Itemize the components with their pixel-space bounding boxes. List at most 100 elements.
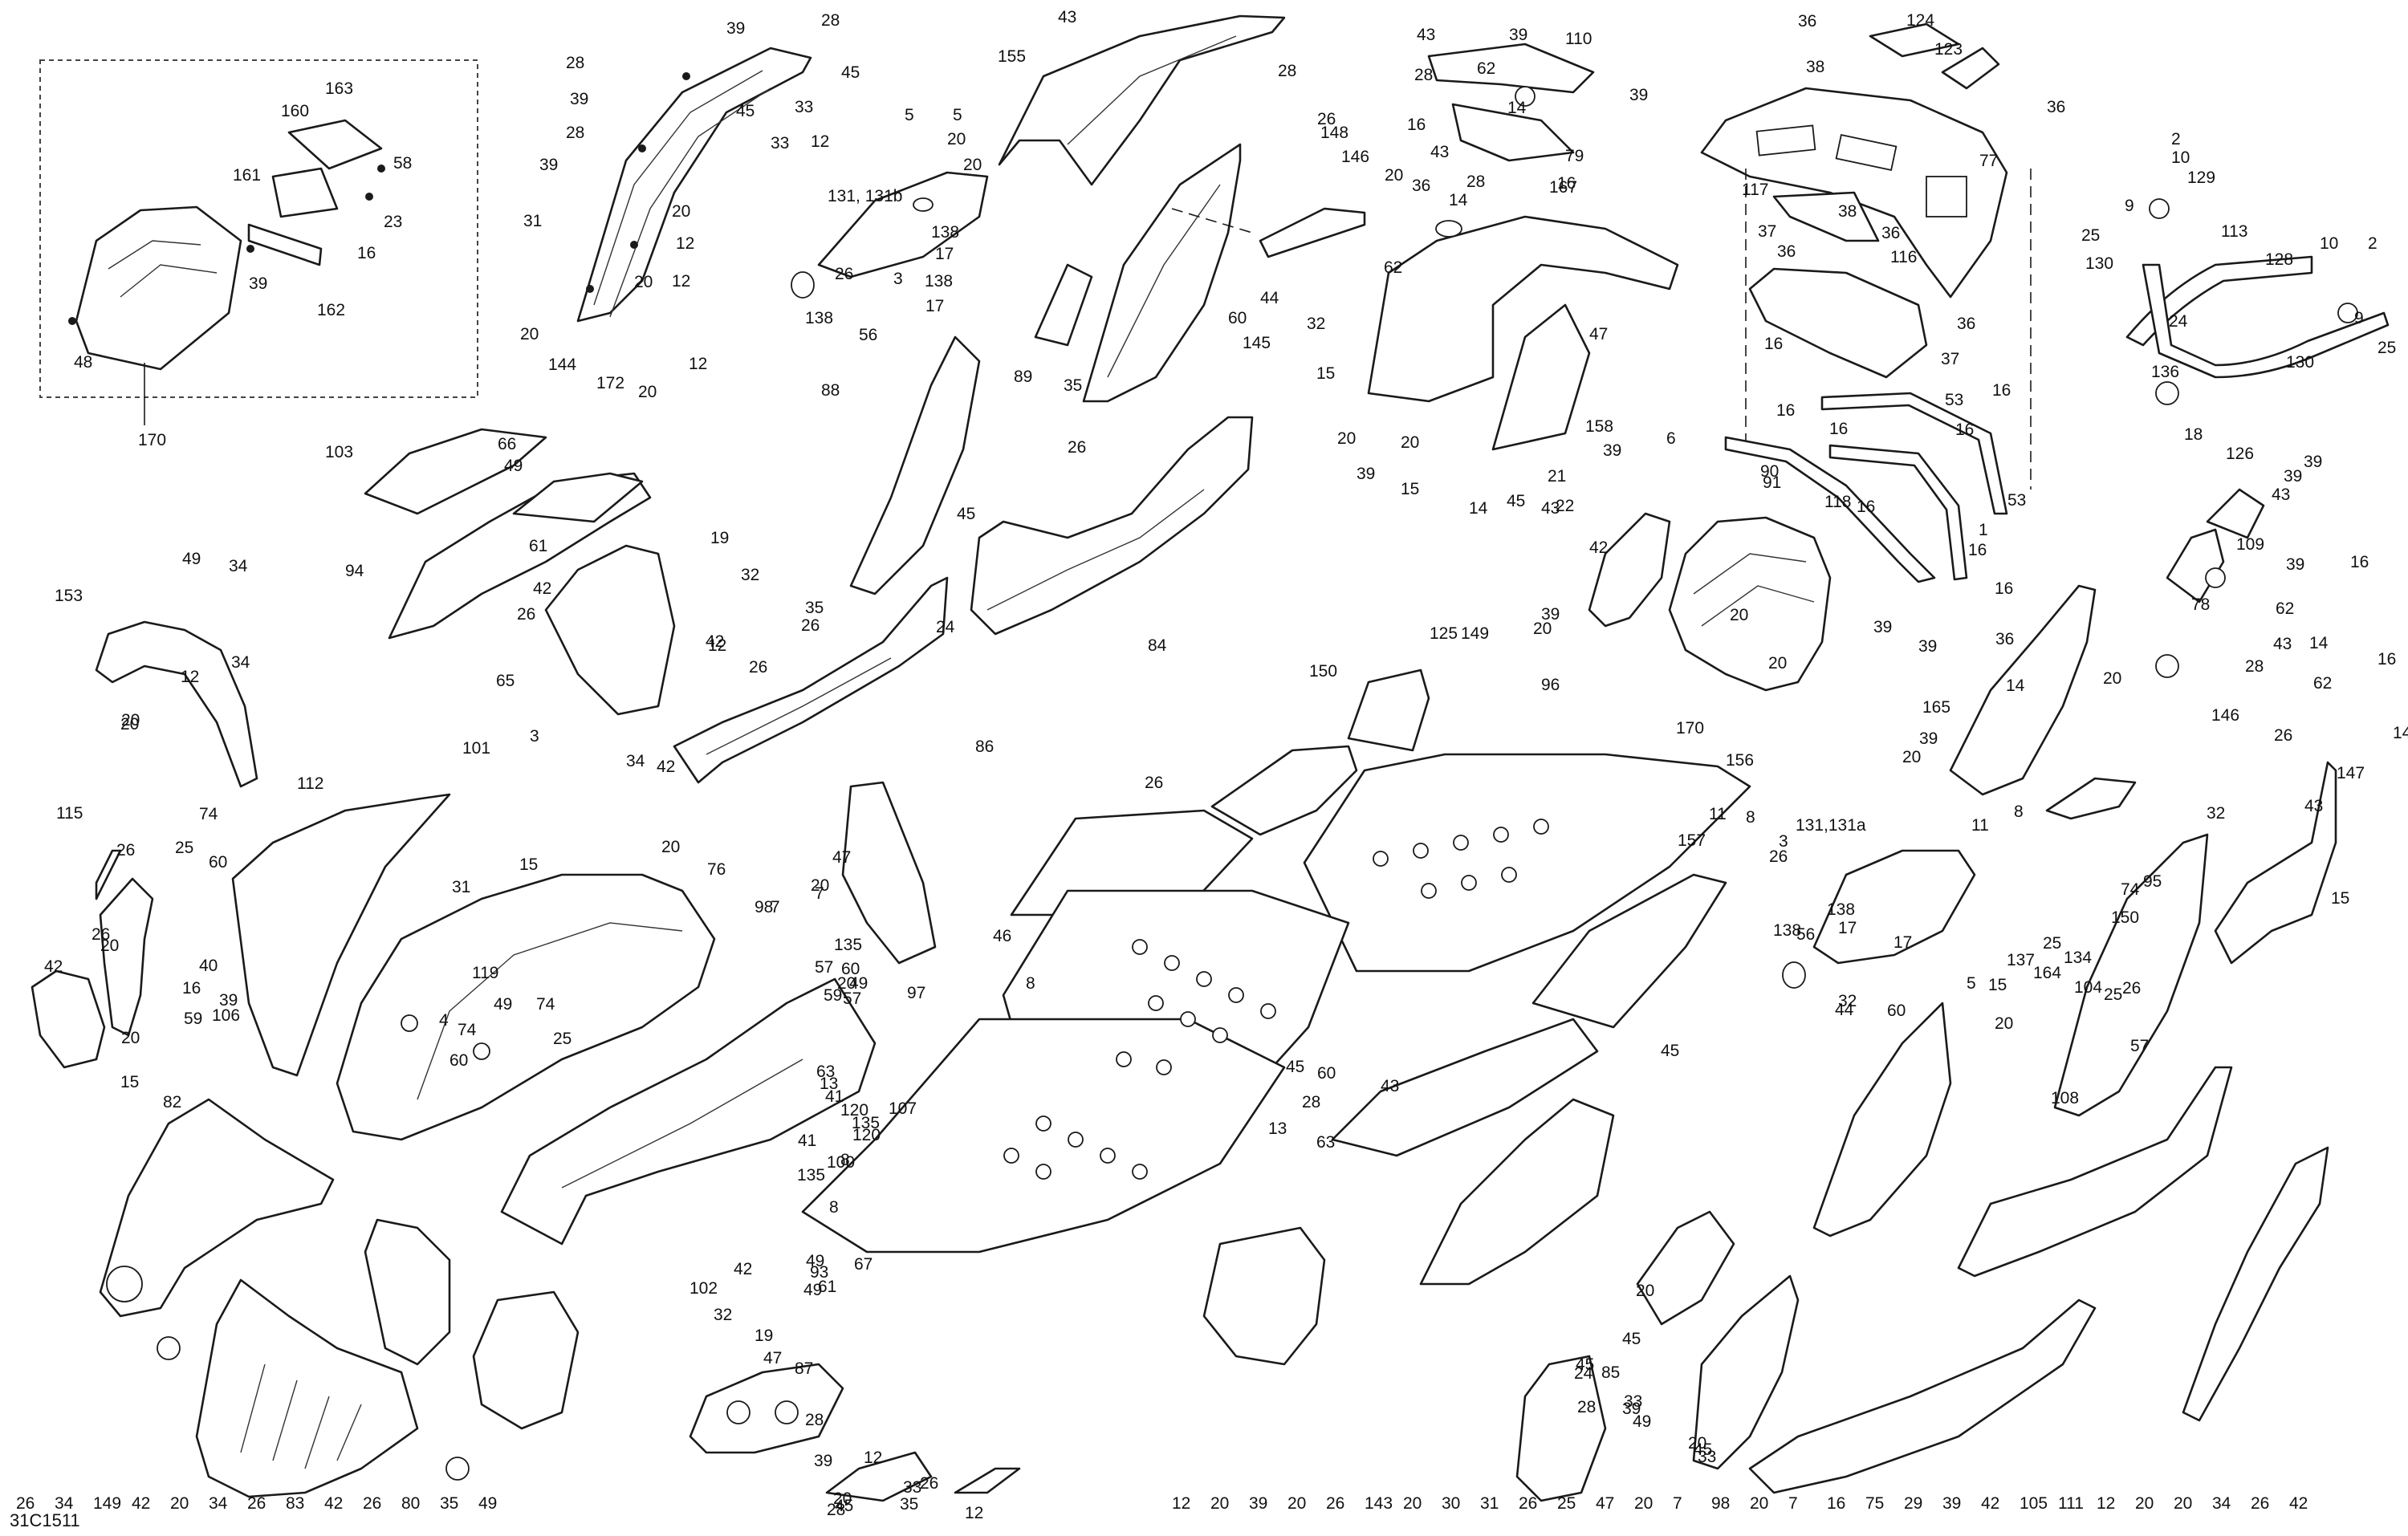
- callout-label: 19: [755, 1327, 773, 1345]
- callout-label: 62: [1477, 59, 1495, 78]
- part-79-bracket: [1451, 103, 1575, 162]
- part-101-front-frame: [336, 873, 716, 1141]
- callout-label: 39: [1873, 618, 1892, 636]
- part-56-seal-b: [1782, 961, 1806, 989]
- callout-label: 45: [841, 63, 860, 82]
- callout-label: 95: [2143, 872, 2162, 891]
- callout-label: 25: [1557, 1494, 1576, 1513]
- callout-label: 20: [1688, 1434, 1706, 1453]
- part-106-cover: [31, 969, 106, 1069]
- callout-label: 43: [1058, 8, 1076, 26]
- callout-label: 39: [2284, 467, 2302, 486]
- callout-label: 136: [2151, 363, 2179, 381]
- callout-label: 19: [710, 529, 729, 547]
- part-136-grab-bar: [2142, 263, 2390, 379]
- callout-label: 26: [1068, 438, 1086, 457]
- part-170-seat: [1668, 516, 1832, 692]
- callout-label: 131, 131b: [828, 187, 902, 205]
- callout-label: 60: [449, 1051, 468, 1070]
- callout-label: 25: [2043, 934, 2061, 953]
- part-167-group: [1367, 215, 1679, 451]
- callout-label: 98: [755, 898, 773, 916]
- callout-label: 26: [247, 1494, 266, 1513]
- callout-label: 36: [2047, 98, 2065, 116]
- part-63-plug-b: [445, 1457, 470, 1481]
- callout-label: 162: [317, 301, 345, 319]
- callout-label: 145: [1243, 334, 1271, 352]
- part-124-pad: [1869, 22, 1960, 58]
- callout-label: 49: [182, 550, 201, 568]
- callout-label: 33: [903, 1478, 921, 1497]
- callout-label: 47: [763, 1349, 782, 1367]
- callout-label: 8: [1026, 974, 1035, 993]
- callout-label: 14: [2309, 634, 2329, 652]
- callout-label: 1: [1979, 521, 1988, 539]
- callout-label: 25: [2104, 985, 2122, 1004]
- callout-label: 131,131a: [1796, 816, 1866, 835]
- callout-label: 74: [199, 805, 218, 823]
- callout-label: 39: [1541, 605, 1560, 624]
- callout-label: 90: [1760, 462, 1779, 481]
- callout-label: 39: [1942, 1494, 1961, 1513]
- callout-label: 4: [439, 1011, 449, 1030]
- callout-label: 26: [749, 658, 767, 677]
- rear-bars-group: [1724, 392, 2008, 583]
- callout-label: 135: [852, 1114, 880, 1132]
- callout-label: 20: [1210, 1494, 1229, 1513]
- callout-label: 5: [905, 106, 914, 124]
- callout-label: 20: [1636, 1282, 1654, 1300]
- callout-label: 30: [1442, 1494, 1460, 1513]
- part-149-floor-main: [1303, 753, 1751, 973]
- callout-label: 60: [209, 853, 227, 872]
- callout-label: 12: [181, 668, 199, 686]
- callout-label: 16: [1557, 174, 1576, 193]
- callout-label: 20: [1768, 654, 1787, 673]
- part-148-bracket: [1259, 207, 1366, 258]
- callout-label: 62: [1384, 258, 1402, 277]
- callout-label: 12: [965, 1504, 983, 1522]
- callout-label: 141: [2393, 724, 2408, 742]
- callout-label: 39: [2304, 453, 2322, 471]
- callout-label: 146: [1341, 148, 1369, 166]
- callout-label: 42: [2289, 1494, 2308, 1513]
- callout-label: 117: [1742, 181, 1768, 199]
- callout-label: 10: [2320, 234, 2338, 253]
- callout-label: 5: [953, 106, 962, 124]
- front-left-fender-group: [576, 47, 812, 323]
- callout-label: 42: [706, 632, 724, 651]
- callout-label: 20: [811, 876, 829, 895]
- callout-label: 7: [771, 898, 780, 916]
- callout-label: 42: [657, 758, 675, 776]
- callout-label: 28: [821, 11, 840, 30]
- callout-label: 38: [1838, 202, 1857, 221]
- callout-label: 15: [1401, 480, 1419, 498]
- callout-label: 46: [993, 927, 1011, 945]
- callout-label: 43: [2272, 486, 2290, 504]
- callout-label: 14: [1507, 99, 1527, 117]
- callout-label: 47: [1589, 325, 1608, 343]
- callout-label: 45: [1622, 1330, 1641, 1348]
- callout-label: 83: [286, 1494, 304, 1513]
- callout-label: 33: [771, 134, 789, 152]
- callout-label: 16: [1968, 541, 1987, 559]
- part-149-mudflap: [1515, 1355, 1607, 1502]
- callout-label: 25: [2081, 226, 2100, 245]
- callout-label: 16: [1829, 420, 1848, 438]
- callout-label: 163: [325, 79, 353, 98]
- callout-label: 10: [2171, 148, 2190, 167]
- part-86-rocker: [970, 416, 1254, 636]
- part-153-group: [95, 620, 258, 788]
- callout-label: 36: [1995, 630, 2014, 648]
- callout-label: 48: [74, 353, 92, 372]
- callout-label: 28: [827, 1501, 845, 1519]
- callout-label: 28: [805, 1411, 824, 1429]
- callout-label: 57: [815, 958, 833, 977]
- callout-label: 16: [1407, 116, 1426, 134]
- part-110-cover: [1427, 43, 1595, 94]
- callout-label: 31: [1480, 1494, 1499, 1513]
- callout-label: 20: [2174, 1494, 2192, 1513]
- callout-label: 100: [827, 1153, 855, 1172]
- callout-label: 8: [1746, 808, 1755, 827]
- callout-label: 57: [843, 989, 861, 1008]
- callout-label: 36: [1798, 12, 1816, 30]
